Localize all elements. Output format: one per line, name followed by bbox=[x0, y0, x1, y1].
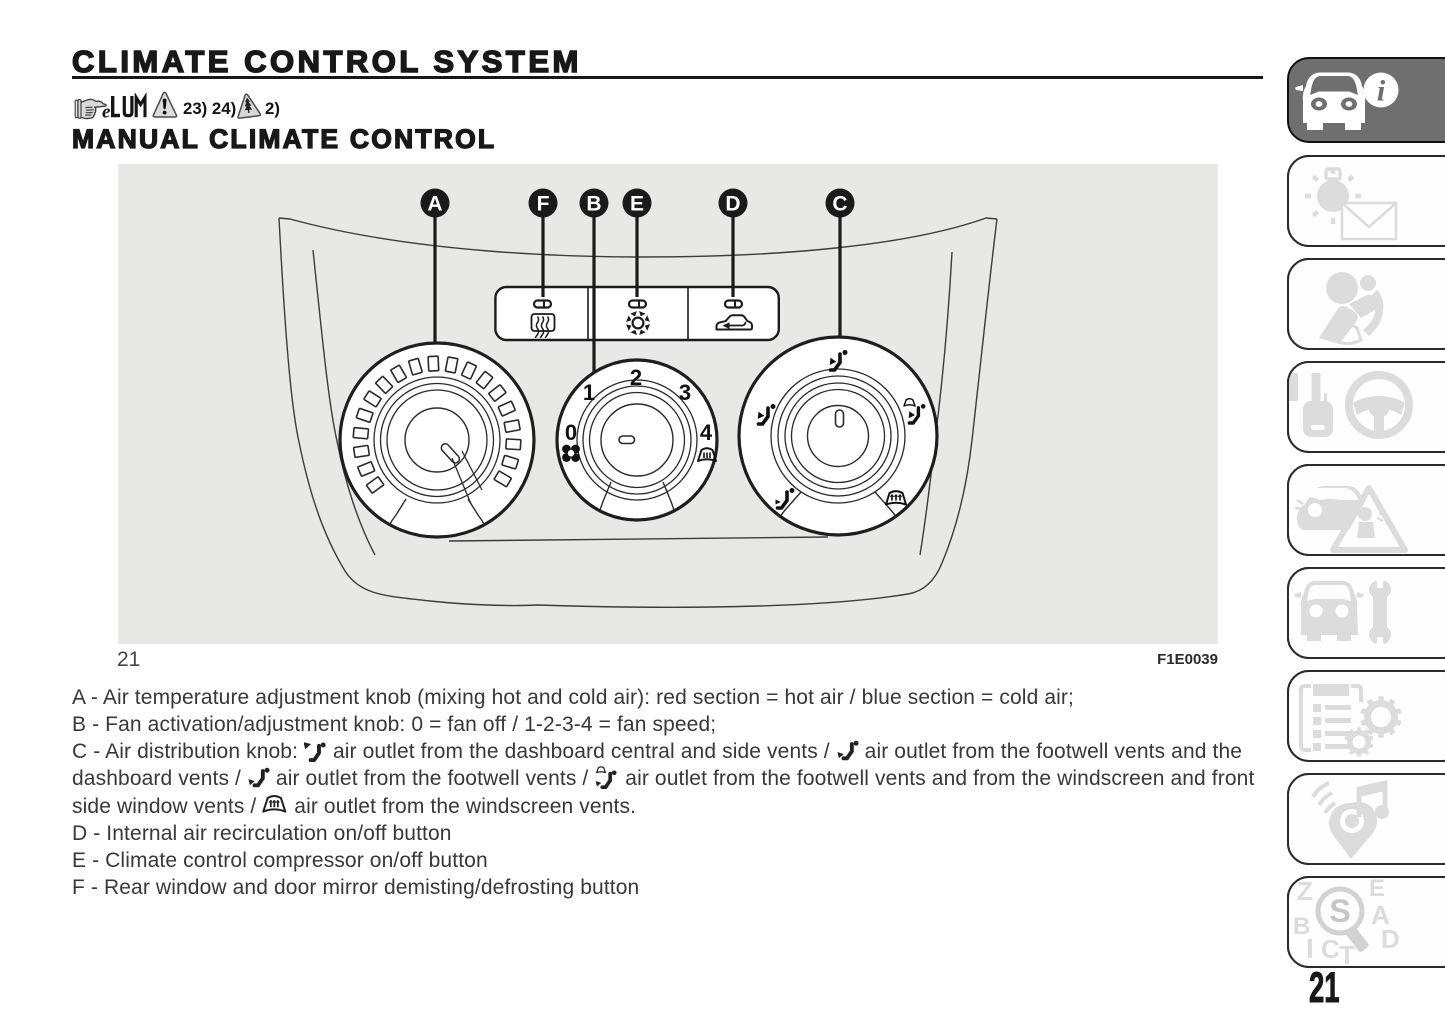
svg-text:3: 3 bbox=[679, 380, 691, 405]
svg-text:2): 2) bbox=[265, 99, 280, 118]
svg-text:E: E bbox=[1369, 878, 1385, 902]
svg-text:T: T bbox=[1339, 940, 1355, 965]
svg-text:0: 0 bbox=[565, 420, 577, 445]
svg-text:B: B bbox=[586, 193, 601, 216]
svg-text:4: 4 bbox=[700, 420, 713, 445]
svg-text:C: C bbox=[832, 193, 847, 216]
svg-text:e: e bbox=[102, 102, 111, 123]
svg-text:D: D bbox=[725, 193, 740, 216]
svg-text:S: S bbox=[1329, 893, 1350, 929]
svg-text:1: 1 bbox=[583, 380, 595, 405]
svg-text:B: B bbox=[1293, 913, 1310, 940]
svg-text:i: i bbox=[1377, 75, 1386, 108]
svg-text:E: E bbox=[630, 193, 644, 216]
svg-text:I: I bbox=[1306, 933, 1314, 964]
svg-text:A: A bbox=[427, 193, 442, 216]
svg-text:A: A bbox=[1371, 900, 1390, 930]
svg-text:23) 24): 23) 24) bbox=[183, 99, 236, 118]
svg-text:Z: Z bbox=[1297, 878, 1313, 906]
svg-text:F: F bbox=[537, 193, 550, 216]
svg-text:D: D bbox=[1381, 924, 1400, 954]
svg-text:2: 2 bbox=[630, 365, 642, 390]
svg-text:C: C bbox=[1321, 934, 1340, 964]
